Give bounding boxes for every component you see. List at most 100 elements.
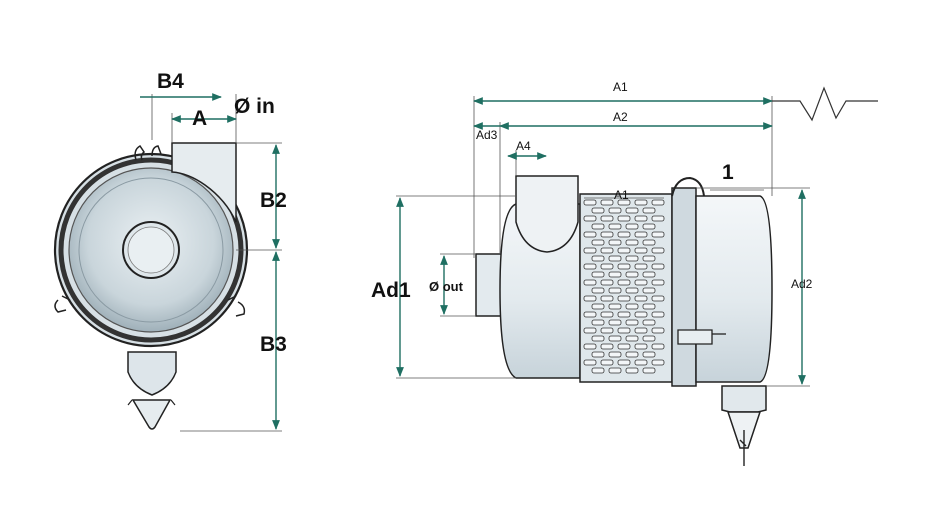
rib: [634, 247, 648, 254]
side-end-flange: [671, 187, 697, 387]
rib: [634, 311, 648, 318]
front-valve-tip: [131, 399, 172, 430]
rib: [583, 263, 597, 270]
rib: [591, 207, 605, 214]
rib: [651, 279, 665, 286]
rib: [634, 199, 648, 206]
rib: [642, 335, 656, 342]
rib: [583, 359, 597, 366]
rib: [591, 223, 605, 230]
rib: [634, 279, 648, 286]
rib: [642, 271, 656, 278]
front-view: B4 A Ø in B2 B3: [53, 70, 287, 432]
rib: [583, 343, 597, 350]
rib: [583, 215, 597, 222]
rib: [617, 311, 631, 318]
side-ribs: [583, 191, 696, 377]
rib: [608, 351, 622, 358]
rib: [591, 287, 605, 294]
rib: [651, 327, 665, 334]
rib: [625, 207, 639, 214]
rib: [600, 279, 614, 286]
rib: [591, 319, 605, 326]
label-ad3: Ad3: [476, 128, 498, 142]
front-dust-valve: [127, 351, 177, 396]
rib: [608, 335, 622, 342]
label-a4: A4: [516, 139, 531, 153]
rib: [642, 351, 656, 358]
rib: [600, 295, 614, 302]
front-outlet-inner: [127, 226, 175, 274]
rib: [583, 327, 597, 334]
rib: [642, 287, 656, 294]
rib: [583, 231, 597, 238]
rib: [608, 287, 622, 294]
rib: [617, 263, 631, 270]
side-clamp: [677, 329, 713, 345]
rib: [608, 319, 622, 326]
rib: [642, 367, 656, 374]
rib: [651, 343, 665, 350]
rib: [600, 343, 614, 350]
rib: [591, 351, 605, 358]
rib: [625, 351, 639, 358]
rib: [608, 271, 622, 278]
rib: [591, 367, 605, 374]
rib: [583, 279, 597, 286]
rib: [634, 343, 648, 350]
label-a2: A2: [613, 110, 628, 124]
front-clamp-top-right: [151, 145, 162, 157]
rib: [634, 295, 648, 302]
rib: [608, 367, 622, 374]
rib: [583, 311, 597, 318]
rib: [642, 207, 656, 214]
rib: [634, 263, 648, 270]
rib: [651, 199, 665, 206]
rib: [591, 303, 605, 310]
rib: [625, 239, 639, 246]
rib: [608, 223, 622, 230]
rib: [625, 255, 639, 262]
rib: [608, 207, 622, 214]
rib: [625, 223, 639, 230]
label-b3: B3: [260, 333, 287, 356]
rib: [625, 303, 639, 310]
side-end-cover: [695, 195, 773, 383]
rib: [625, 271, 639, 278]
rib: [600, 327, 614, 334]
rib: [583, 247, 597, 254]
front-clamp-left: [54, 295, 71, 313]
rib: [634, 215, 648, 222]
rib: [617, 247, 631, 254]
rib: [608, 303, 622, 310]
label-b4: B4: [157, 70, 184, 93]
break-symbol: [772, 86, 878, 122]
side-dust-valve: [721, 385, 767, 413]
rib: [600, 215, 614, 222]
rib: [651, 263, 665, 270]
rib: [617, 231, 631, 238]
rib: [600, 199, 614, 206]
rib: [617, 359, 631, 366]
rib: [617, 295, 631, 302]
rib: [617, 327, 631, 334]
label-item-1: 1: [722, 161, 734, 184]
front-clamp-top-left: [134, 145, 146, 161]
rib: [600, 359, 614, 366]
front-rim-3: [78, 177, 224, 323]
label-inlet-diameter: Ø in: [234, 95, 275, 118]
front-inlet-tube: [171, 142, 237, 223]
label-a1-top: A1: [613, 80, 628, 94]
rib: [617, 199, 631, 206]
rib: [591, 335, 605, 342]
rib: [600, 263, 614, 270]
label-b2: B2: [260, 189, 287, 212]
rib: [608, 255, 622, 262]
rib: [600, 311, 614, 318]
rib: [583, 295, 597, 302]
rib: [651, 231, 665, 238]
rib: [642, 255, 656, 262]
rib: [634, 359, 648, 366]
rib: [625, 367, 639, 374]
